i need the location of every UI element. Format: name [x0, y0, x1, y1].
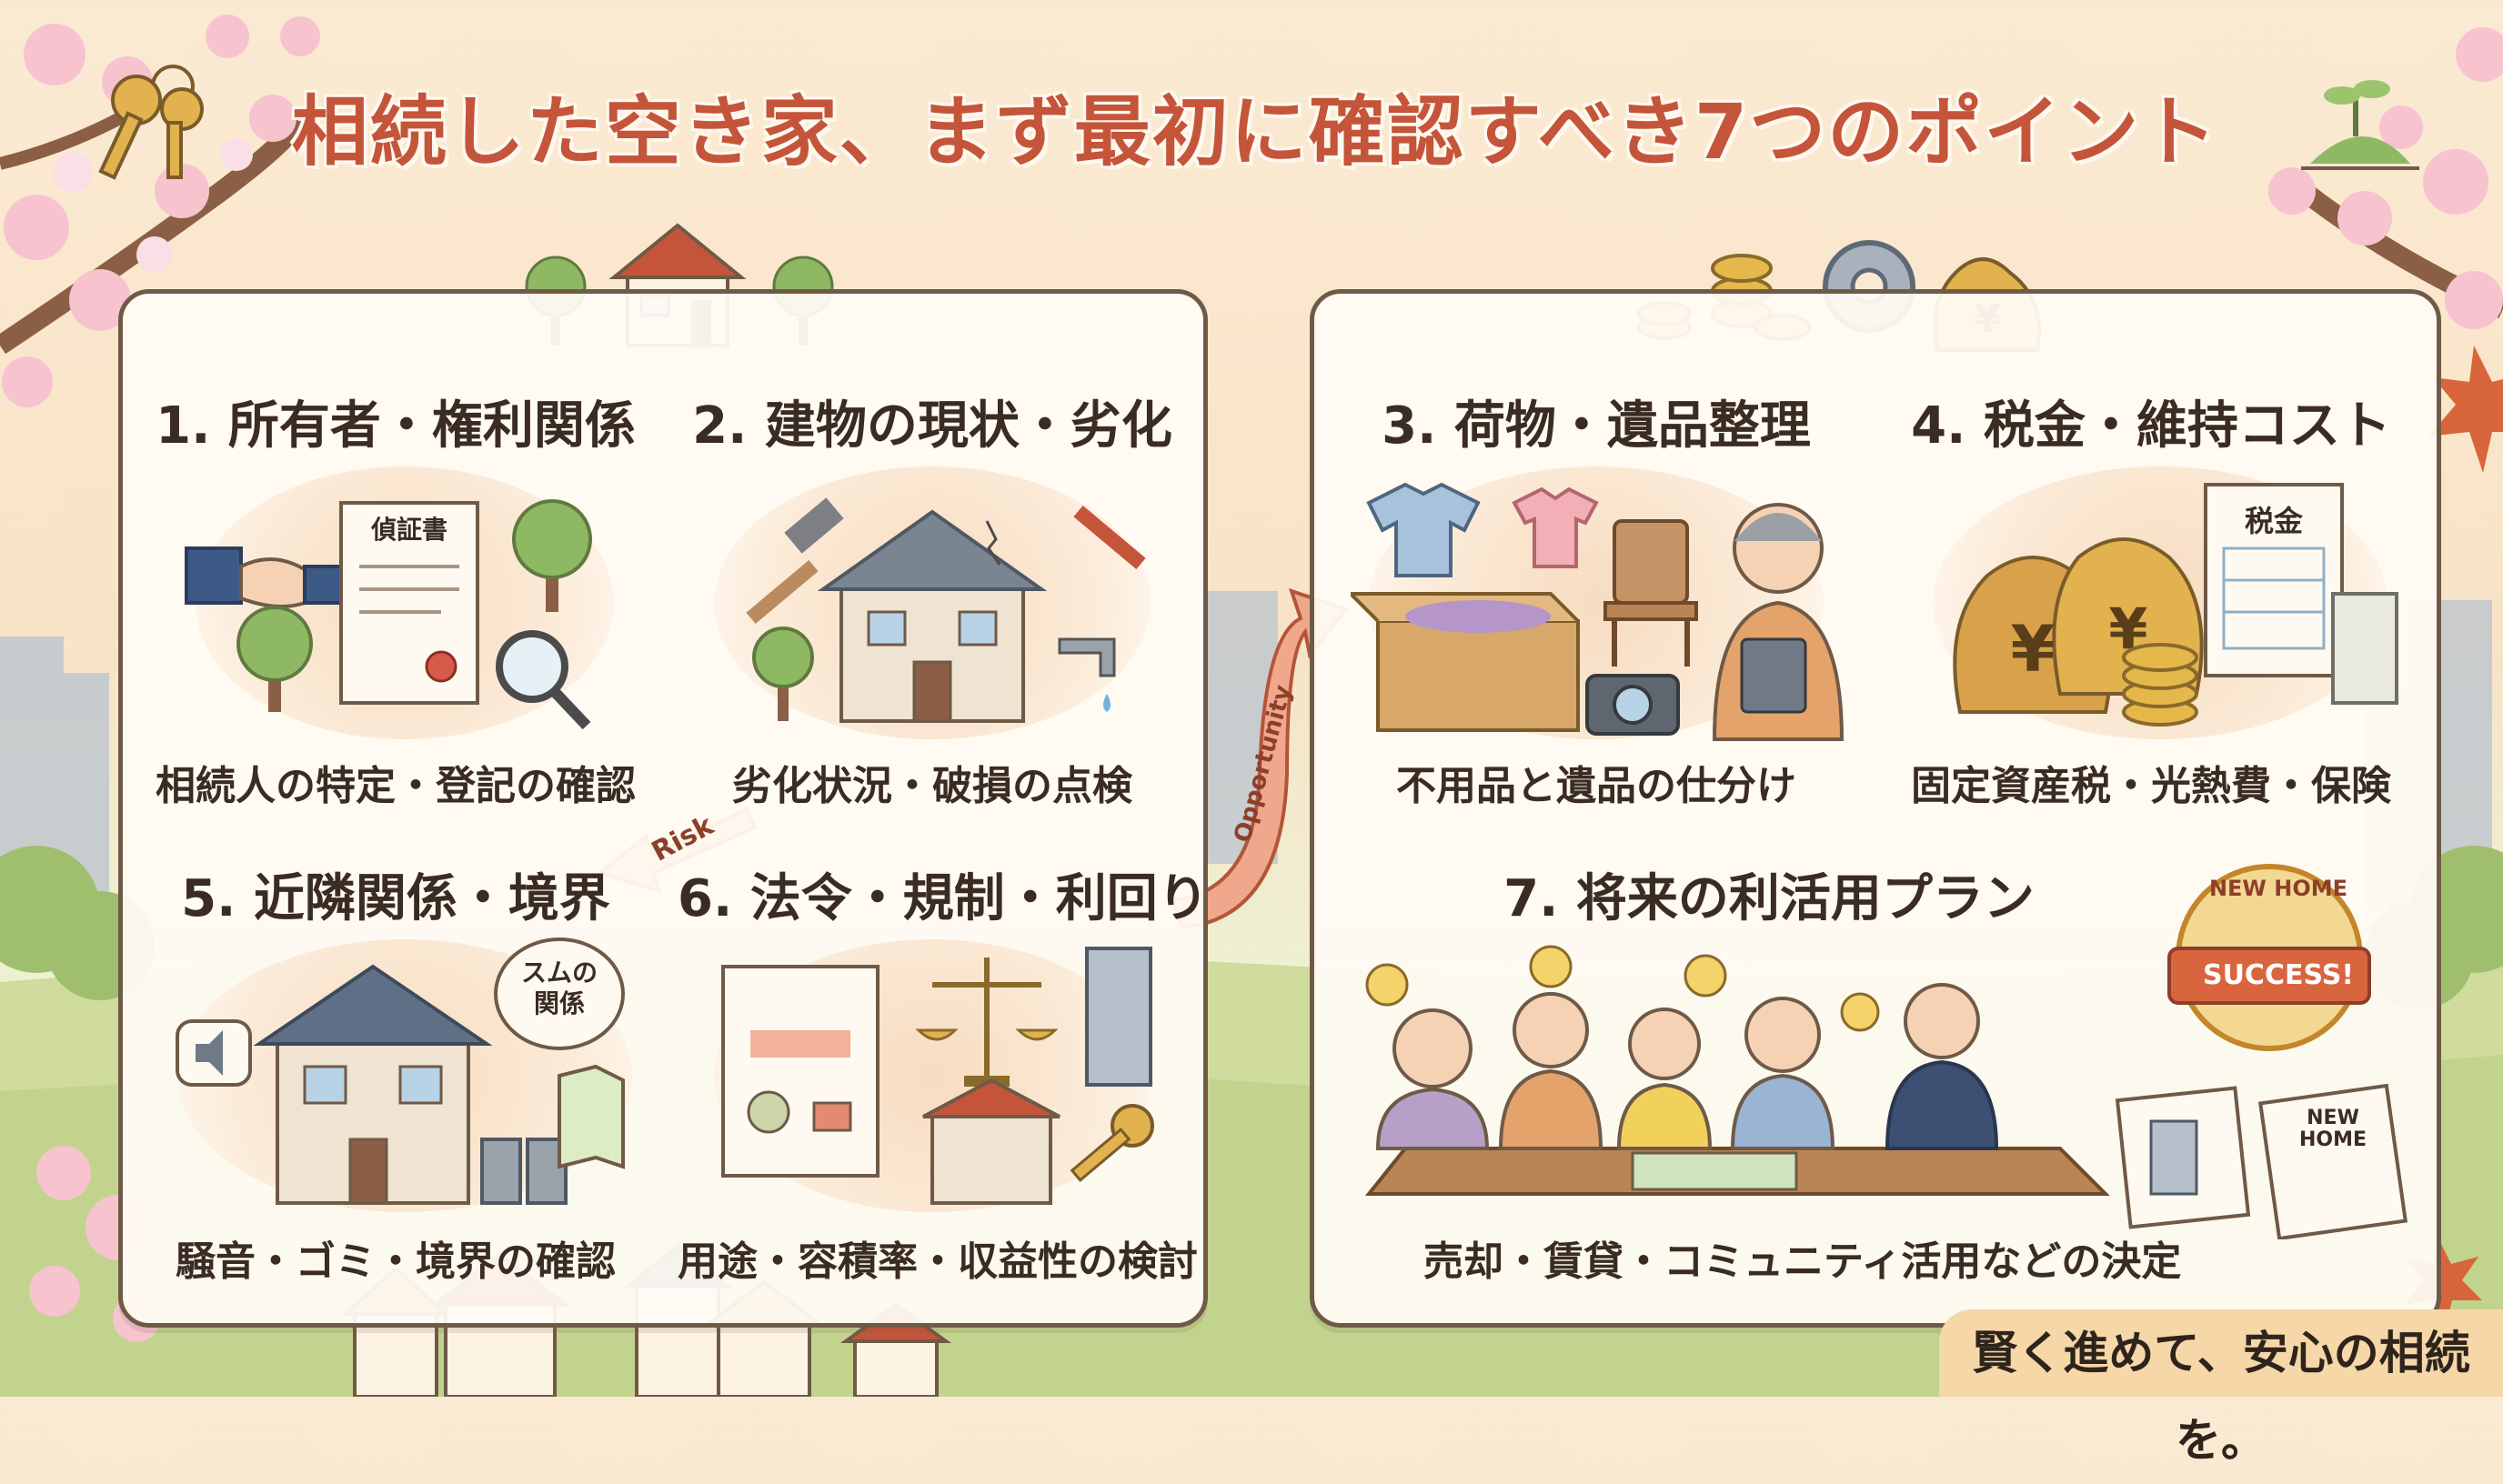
trash-can-icon: [480, 1138, 568, 1205]
faucet-icon: [1058, 637, 1116, 712]
point-7-illustration: [1364, 945, 2110, 1196]
point-3-title: 3. 荷物・遺品整理: [1382, 396, 1811, 456]
camera-icon: [1585, 674, 1680, 736]
money-bag-icon: ¥ ¥: [1953, 537, 2204, 714]
right-panel: 3. 荷物・遺品整理 不用品と遺品の仕分け: [1310, 289, 2441, 1328]
cherry-blossom-branch-right: [2268, 27, 2503, 329]
point-4-title: 4. 税金・維持コスト: [1911, 396, 2391, 456]
point-5-description: 騒音・ゴミ・境界の確認: [176, 1238, 616, 1285]
building-icon: [1085, 947, 1152, 1087]
point-4-illustration: ¥ ¥: [1953, 483, 2398, 727]
point-7-description: 売却・賃貸・コミュニティ活用などの決定: [1423, 1238, 2182, 1285]
point-3: 3. 荷物・遺品整理: [1332, 385, 1860, 458]
point-6-illustration: [721, 947, 1154, 1205]
point-2-illustration: [746, 497, 1146, 723]
clothes-icon: [1366, 482, 1599, 577]
point-6-description: 用途・容積率・収益性の検討: [678, 1238, 1198, 1285]
lightbulb-icon: [1365, 945, 1880, 1032]
badge-main-text: SUCCESS!: [2202, 959, 2355, 991]
point-7-title: 7. 将来の利活用プラン: [1503, 869, 2035, 928]
aged-house-icon: [817, 509, 1048, 723]
point-3-illustration: [1351, 482, 1845, 741]
deed-document-icon: [339, 501, 479, 705]
new-home-flyer-text: NEW HOME: [2298, 1107, 2367, 1151]
map-icon: [558, 1064, 625, 1169]
success-badge: [2167, 864, 2371, 1051]
family-members: [1375, 983, 1999, 1150]
point-5: 5. 近隣関係・境界: [141, 857, 650, 931]
page-title: 相続した空き家、まず最初に確認すべき7つのポイント: [291, 87, 2219, 176]
point-1-title: 1. 所有者・権利関係: [156, 396, 636, 456]
key-icon: [98, 65, 204, 180]
coins-icon: [2122, 643, 2198, 727]
point-5-title: 5. 近隣関係・境界: [181, 869, 610, 928]
sprout-icon: [2301, 80, 2419, 170]
cardboard-box-icon: [1351, 592, 1580, 732]
chair-icon: [1603, 519, 1698, 667]
point-6-title: 6. 法令・規制・利回り: [678, 869, 1209, 928]
cash-stack-icon: [2331, 592, 2398, 705]
key-icon: [1070, 1104, 1154, 1182]
legal-document-icon: [721, 965, 880, 1178]
point-6: 6. 法令・規制・利回り: [678, 857, 1209, 931]
point-5-illustration: [176, 938, 625, 1205]
tree-icon: [752, 627, 814, 721]
point-4-description: 固定資産税・光熱費・保険: [1911, 763, 2391, 809]
elderly-woman-avatar: [1712, 503, 1845, 741]
magnifier-icon: [496, 630, 591, 730]
point-1: 1. 所有者・権利関係: [141, 385, 650, 458]
speaker-icon: [176, 1019, 252, 1087]
hammer-icon: [746, 497, 844, 625]
tax-document-icon: [2204, 483, 2344, 677]
point-4: 4. 税金・維持コスト: [1887, 385, 2415, 458]
svg-text:¥: ¥: [2011, 612, 2056, 687]
property-photos: [2115, 1083, 2408, 1239]
point-3-description: 不用品と遺品の仕分け: [1396, 763, 1796, 809]
point-2-title: 2. 建物の現状・劣化: [692, 396, 1172, 456]
left-panel: 1. 所有者・権利関係 偵証書 相続人の特定・登記の確認 2. 建物の: [118, 289, 1209, 1328]
footer-tagline: 賢く進めて、安心の相続を。: [1939, 1309, 2503, 1467]
scales-icon: [915, 958, 1059, 1087]
speech-bubble-text: スムの 関係: [520, 958, 598, 1018]
deed-label: 偵証書: [370, 515, 447, 545]
speech-bubble-icon: [494, 938, 625, 1050]
apartment-icon: [922, 1078, 1061, 1205]
tax-document-label: 税金: [2244, 504, 2303, 538]
neighbor-house-icon: [253, 964, 493, 1205]
point-2-description: 劣化状況・破損の点検: [732, 763, 1132, 809]
point-1-description: 相続人の特定・登記の確認: [156, 763, 636, 809]
meeting-table: [1364, 1147, 2110, 1196]
wrench-icon: [1073, 505, 1146, 570]
maple-leaf-icon: [2405, 346, 2503, 1330]
handshake-icon: [185, 546, 352, 608]
point-1-illustration: [185, 499, 592, 730]
point-2: 2. 建物の現状・劣化: [678, 385, 1187, 458]
point-7: 7. 将来の利活用プラン: [1423, 857, 2115, 931]
badge-top-text: NEW HOME: [2208, 876, 2348, 901]
tree-icon: [236, 499, 592, 712]
